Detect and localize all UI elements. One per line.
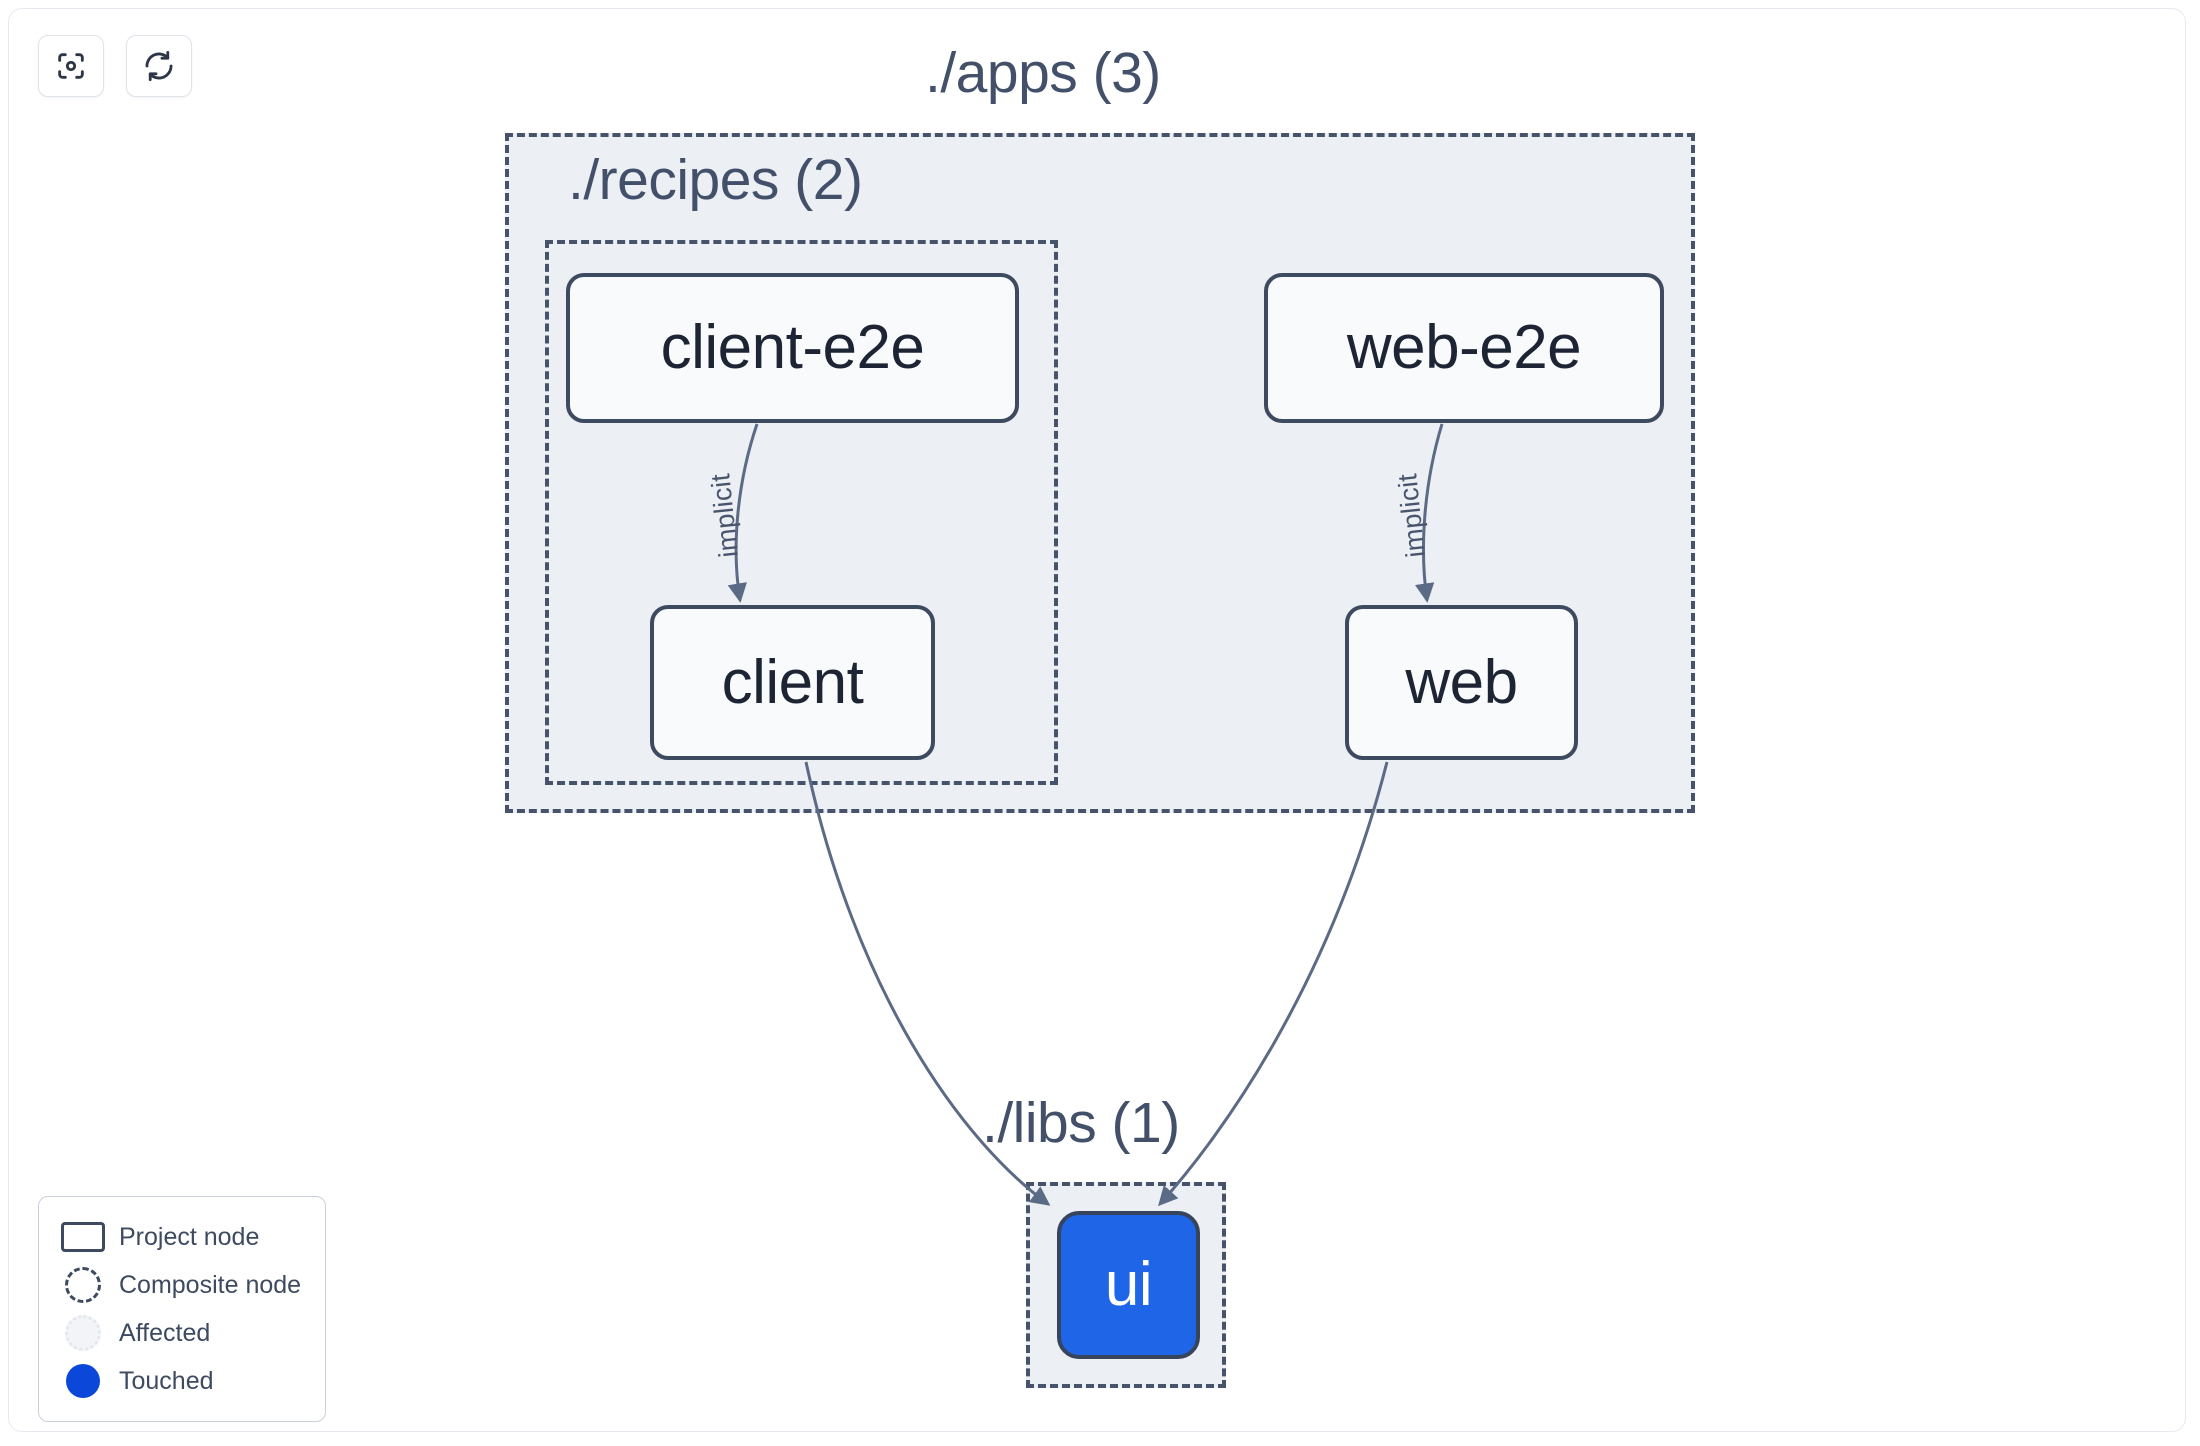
composite-node-glyph [57, 1265, 109, 1305]
graph-legend: Project node Composite node Affected Tou… [38, 1196, 326, 1422]
legend-item-composite-node-label: Composite node [119, 1270, 302, 1299]
legend-item-project-node-label: Project node [119, 1222, 260, 1251]
project-node-ui-label: ui [1104, 1250, 1153, 1319]
project-node-client-label: client [721, 647, 864, 717]
project-node-client-e2e-label: client-e2e [660, 313, 925, 382]
refresh-icon [142, 49, 176, 83]
project-node-web-e2e[interactable]: web-e2e [1264, 273, 1664, 423]
legend-item-affected: Affected [57, 1309, 307, 1357]
project-node-client-e2e[interactable]: client-e2e [566, 273, 1019, 423]
project-node-glyph [57, 1217, 109, 1257]
legend-item-touched: Touched [57, 1357, 307, 1405]
project-node-web-e2e-label: web-e2e [1346, 313, 1582, 382]
focus-graph-button[interactable] [38, 35, 104, 97]
composite-group-libs-label: ./libs (1) [982, 1091, 1180, 1155]
refresh-graph-button[interactable] [126, 35, 192, 97]
touched-node-glyph [57, 1361, 109, 1401]
composite-group-recipes-label: ./recipes (2) [568, 148, 863, 212]
project-node-web[interactable]: web [1345, 605, 1578, 760]
legend-item-affected-label: Affected [119, 1318, 211, 1347]
focus-scan-icon [54, 49, 88, 83]
legend-item-composite-node: Composite node [57, 1261, 307, 1309]
composite-group-apps-label: ./apps (3) [925, 41, 1161, 105]
legend-item-touched-label: Touched [119, 1366, 214, 1395]
project-node-ui[interactable]: ui [1057, 1211, 1200, 1359]
project-node-client[interactable]: client [650, 605, 935, 760]
project-node-web-label: web [1405, 647, 1518, 717]
graph-toolbar [38, 35, 192, 97]
legend-item-project-node: Project node [57, 1213, 307, 1261]
affected-node-glyph [57, 1313, 109, 1353]
